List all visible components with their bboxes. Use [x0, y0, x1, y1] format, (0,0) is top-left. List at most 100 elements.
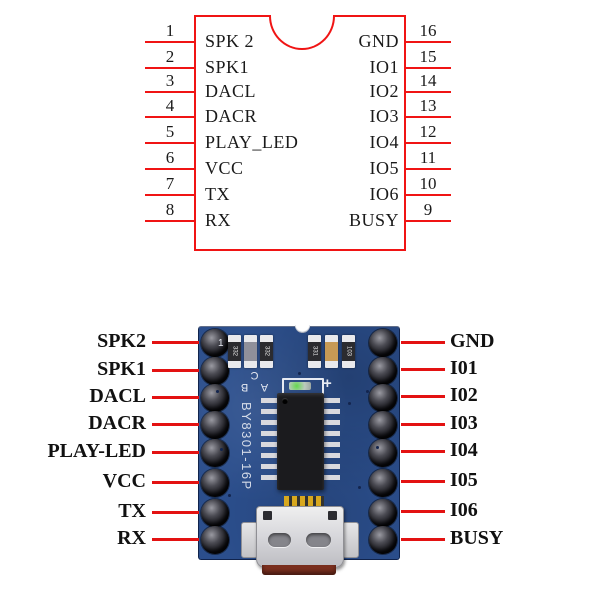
pin-line	[145, 168, 195, 170]
pin-line	[401, 538, 445, 541]
pin-number: 14	[419, 71, 437, 90]
via	[358, 486, 361, 489]
pin-label: BUSY	[348, 210, 399, 230]
pin-number: 12	[419, 122, 437, 141]
silkscreen-pin1: 1	[218, 338, 224, 349]
audio-chip	[277, 393, 324, 490]
usb-insulator	[262, 565, 336, 575]
pin-label: GND	[358, 31, 399, 51]
usb-latch	[263, 511, 272, 520]
smd-capacitor	[325, 335, 338, 368]
pin-line	[152, 369, 199, 372]
pin-label: IO3	[369, 106, 399, 126]
pin-label: RX	[117, 527, 146, 549]
pin-number: 3	[165, 71, 175, 90]
via	[366, 390, 369, 393]
pin-number: 5	[165, 122, 175, 141]
pin-label: I05	[450, 469, 478, 491]
pin-number: 15	[419, 47, 437, 66]
chip-pins-right	[324, 398, 340, 486]
pin-number: 9	[423, 200, 433, 219]
pin-line	[401, 395, 445, 398]
pin-label: PLAY_LED	[205, 132, 299, 152]
pin-label: BUSY	[450, 527, 504, 549]
pin-label: TX	[205, 184, 230, 204]
pin-line	[405, 168, 451, 170]
smd-marking: 332	[231, 345, 238, 356]
pin-label: DACR	[205, 106, 258, 126]
pin-number: 10	[419, 174, 437, 193]
pin-label: IO6	[369, 184, 399, 204]
header-pin	[201, 499, 229, 527]
silkscreen-plus: +	[323, 375, 332, 392]
pin-line	[405, 91, 451, 93]
header-pin	[201, 411, 229, 439]
board-notch	[295, 325, 310, 333]
header-pin	[369, 469, 397, 497]
pin-line	[405, 220, 451, 222]
pin-number: 4	[165, 96, 175, 115]
pin-label: I03	[450, 412, 478, 434]
pin-line	[405, 142, 451, 144]
pin-number: 1	[165, 21, 175, 40]
smd-resistor: 332	[228, 335, 241, 368]
smd-component	[244, 335, 257, 368]
header-pin	[201, 329, 229, 357]
pin-line	[152, 396, 199, 399]
via	[376, 446, 379, 449]
pin-label: I04	[450, 439, 478, 461]
pin-line	[152, 341, 199, 344]
pin-label: IO5	[369, 158, 399, 178]
pin-label: IO2	[369, 81, 399, 101]
pin-number: 6	[165, 148, 175, 167]
header-pin	[369, 499, 397, 527]
header-pin	[201, 526, 229, 554]
pin-label: DACL	[205, 81, 256, 101]
pin-label: RX	[205, 210, 232, 230]
chip-pin1-dot	[282, 398, 288, 404]
via	[216, 390, 219, 393]
header-pin	[201, 469, 229, 497]
pin-label: SPK1	[205, 57, 250, 77]
via	[348, 402, 351, 405]
pin-line	[401, 510, 445, 513]
usb-solder-tab	[342, 522, 359, 558]
silkscreen-abc: A B C	[235, 369, 269, 393]
smd-resistor: 103	[342, 335, 355, 368]
module-board: 332 332 331 103 A B C 1 + BY8301-16P	[198, 325, 400, 575]
header-pin	[201, 384, 229, 412]
ic-outline	[194, 15, 406, 251]
pin-label: VCC	[102, 470, 146, 492]
chip-pins-left	[261, 398, 277, 486]
pin-line	[145, 194, 195, 196]
header-pin	[369, 411, 397, 439]
usb-slot	[306, 533, 331, 547]
pin-label: VCC	[205, 158, 244, 178]
pin-line	[401, 423, 445, 426]
pin-label: I02	[450, 384, 478, 406]
pin-line	[152, 451, 199, 454]
pin-line	[145, 41, 195, 43]
pin-line	[145, 116, 195, 118]
pin-number: 11	[419, 148, 437, 167]
pin-label: IO4	[369, 132, 399, 152]
pin-line	[405, 41, 451, 43]
header-pin	[369, 439, 397, 467]
pin-line	[145, 220, 195, 222]
pin-number: 2	[165, 47, 175, 66]
header-pin	[201, 357, 229, 385]
smd-marking: 331	[311, 345, 318, 356]
pin-line	[152, 481, 199, 484]
pin-label: DACL	[89, 385, 146, 407]
pin-line	[152, 511, 199, 514]
pin-label: I01	[450, 357, 478, 379]
pin-line	[401, 480, 445, 483]
smd-resistor: 331	[308, 335, 321, 368]
pin-number: 7	[165, 174, 175, 193]
via	[220, 448, 223, 451]
via	[228, 494, 231, 497]
pin-label: I06	[450, 499, 478, 521]
micro-usb-connector	[256, 506, 344, 568]
pin-line	[145, 67, 195, 69]
